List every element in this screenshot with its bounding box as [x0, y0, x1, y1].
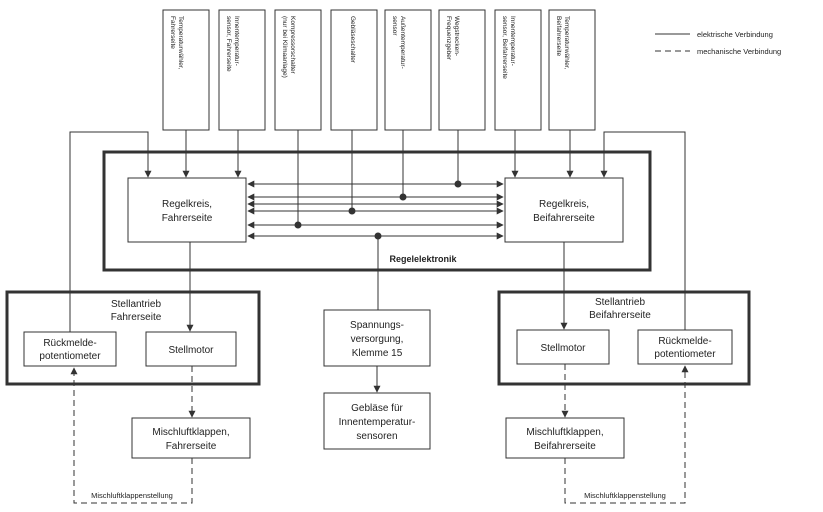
legend-mechanical-label: mechanische Verbindung — [697, 47, 781, 56]
feedback-passenger-line-1: Rückmelde- — [658, 336, 711, 347]
motor-driver: Stellmotor — [145, 331, 237, 367]
motor-passenger: Stellmotor — [516, 329, 610, 365]
sensor-5-line-2: sensor — [391, 16, 398, 36]
motor-passenger-label: Stellmotor — [540, 343, 586, 354]
actuator-passenger-title-line-1: Stellantrieb — [595, 297, 645, 308]
sensor-1-line-1: Temperaturwähler, — [177, 16, 184, 70]
sensor-box-1: Temperaturwähler, Fahrerseite — [162, 9, 210, 131]
sensor-box-5: Außentemperatur- sensor — [384, 9, 432, 131]
power-supply-line-2: versorgung, — [351, 334, 404, 345]
flap-position-label-driver: Mischluftklappenstellung — [91, 491, 173, 500]
sensor-8-line-1: Temperaturwähler, — [563, 16, 570, 70]
actuator-frame-passenger — [497, 290, 751, 386]
feedback-potentiometer-passenger: Rückmelde- potentiometer — [637, 329, 733, 365]
bus-lines — [247, 180, 504, 310]
flaps-passenger: Mischluftklappen, Beifahrerseite — [505, 417, 625, 459]
feedback-paths — [69, 131, 686, 332]
sensor-1-line-2: Fahrerseite — [169, 16, 176, 49]
sensor-3-line-2: (nur bei Klimaanlage) — [281, 16, 288, 78]
legend-electric-label: elektrische Verbindung — [697, 30, 773, 39]
control-loop-driver-line-1: Regelkreis, — [162, 199, 212, 210]
sensor-blower: Gebläse für Innentemperatur- sensoren — [323, 392, 431, 450]
actuator-passenger-title-line-2: Beifahrerseite — [589, 310, 651, 321]
legend: elektrische Verbindung mechanische Verbi… — [655, 30, 781, 56]
sensor-7-line-1: Innentemperatur- — [509, 16, 516, 66]
feedback-potentiometer-driver: Rückmelde- potentiometer — [23, 331, 117, 367]
sensor-8-line-2: Beifahrerseite — [555, 16, 562, 56]
sensor-2-line-1: Innentemperatur- — [233, 16, 240, 66]
sensor-2-line-2: sensor, Fahrerseite — [225, 16, 232, 72]
actuator-driver-title-line-1: Stellantrieb — [111, 299, 161, 310]
control-loop-driver-line-2: Fahrerseite — [162, 213, 213, 224]
flap-position-path-passenger — [564, 365, 689, 504]
sensor-box-6: Wegstrecken- Frequenzgeber — [438, 9, 486, 131]
power-supply: Spannungs- versorgung, Klemme 15 — [323, 309, 431, 367]
control-loop-passenger: Regelkreis, Beifahrerseite — [504, 177, 624, 243]
motor-driver-label: Stellmotor — [168, 345, 214, 356]
feedback-driver-line-1: Rückmelde- — [43, 338, 96, 349]
control-loop-passenger-line-2: Beifahrerseite — [533, 213, 595, 224]
control-electronics-title: Regelelektronik — [389, 254, 457, 264]
actuator-driver-title-line-2: Fahrerseite — [111, 312, 162, 323]
power-supply-line-3: Klemme 15 — [352, 348, 403, 359]
sensor-6-line-1: Wegstrecken- — [453, 16, 460, 56]
flap-position-label-passenger: Mischluftklappenstellung — [584, 491, 666, 500]
flaps-driver: Mischluftklappen, Fahrerseite — [131, 417, 251, 459]
flaps-passenger-line-2: Beifahrerseite — [534, 441, 596, 452]
flaps-driver-line-1: Mischluftklappen, — [152, 427, 229, 438]
sensor-3-line-1: Kompressorschalter — [289, 16, 296, 75]
sensor-4-line-1: Gebläseschalter — [349, 16, 356, 64]
flaps-driver-line-2: Fahrerseite — [166, 441, 217, 452]
control-electronics-frame — [102, 150, 652, 272]
sensor-box-2: Innentemperatur- sensor, Fahrerseite — [218, 9, 266, 131]
flaps-passenger-line-1: Mischluftklappen, — [526, 427, 603, 438]
flap-position-path-driver — [70, 367, 193, 504]
power-supply-line-1: Spannungs- — [350, 320, 404, 331]
sensor-box-7: Innentemperatur- sensor, Beifahrerseite — [494, 9, 542, 131]
sensor-box-8: Temperaturwähler, Beifahrerseite — [548, 9, 596, 131]
control-loop-passenger-line-1: Regelkreis, — [539, 199, 589, 210]
control-loop-driver: Regelkreis, Fahrerseite — [127, 177, 247, 243]
sensor-blower-line-1: Gebläse für — [351, 403, 403, 414]
sensor-7-line-2: sensor, Beifahrerseite — [501, 16, 508, 79]
sensor-6-line-2: Frequenzgeber — [445, 16, 452, 61]
sensor-blower-line-2: Innentemperatur- — [339, 417, 416, 428]
actuator-frame-driver — [5, 290, 261, 386]
feedback-passenger-line-2: potentiometer — [654, 349, 716, 360]
sensor-5-line-1: Außentemperatur- — [399, 16, 406, 69]
sensor-box-4: Gebläseschalter — [330, 9, 378, 131]
sensor-box-3: Kompressorschalter (nur bei Klimaanlage) — [274, 9, 322, 131]
feedback-driver-line-2: potentiometer — [39, 351, 101, 362]
sensor-blower-line-3: sensoren — [356, 431, 397, 442]
